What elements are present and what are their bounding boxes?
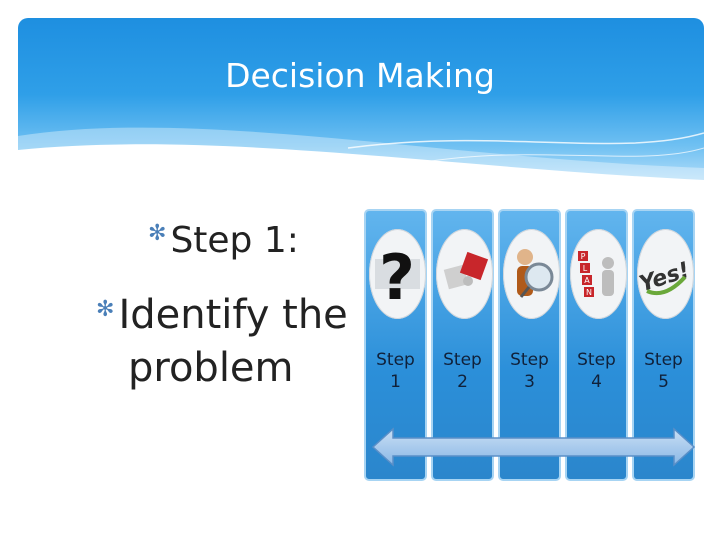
svg-text:P: P bbox=[581, 252, 586, 261]
step-number: 5 bbox=[658, 372, 669, 392]
svg-text:A: A bbox=[584, 276, 590, 285]
double-arrow-icon bbox=[371, 427, 696, 467]
step-word: Step bbox=[510, 350, 549, 370]
yes-check-icon: Yes! bbox=[637, 229, 694, 319]
slide-title: Decision Making bbox=[225, 56, 495, 95]
svg-text:L: L bbox=[583, 264, 588, 273]
plan-person-icon: P L A N bbox=[570, 229, 627, 319]
step-number: 1 bbox=[390, 372, 401, 392]
step-number: 2 bbox=[457, 372, 468, 392]
bullet-identify-line2: problem bbox=[128, 345, 294, 391]
svg-text:?: ? bbox=[379, 241, 415, 314]
bullet-star-icon: ✻ bbox=[148, 221, 167, 246]
bullet-step1: ✻Step 1: bbox=[148, 220, 299, 261]
puzzle-pieces-icon bbox=[436, 229, 493, 319]
step-number: 3 bbox=[524, 372, 535, 392]
step-word: Step bbox=[577, 350, 616, 370]
svg-text:N: N bbox=[586, 288, 592, 297]
banner-swoosh bbox=[18, 127, 704, 188]
step-number: 4 bbox=[591, 372, 602, 392]
step-word: Step bbox=[443, 350, 482, 370]
bullet-step1-text: Step 1: bbox=[170, 220, 299, 261]
bullet-identify: ✻Identify the bbox=[96, 292, 348, 338]
bullet-star-icon: ✻ bbox=[96, 297, 115, 322]
magnifier-person-icon bbox=[503, 229, 560, 319]
step-word: Step bbox=[644, 350, 683, 370]
step-word: Step bbox=[376, 350, 415, 370]
title-banner bbox=[18, 18, 704, 188]
question-mark-icon: ? bbox=[369, 229, 426, 319]
bullet-identify-text: Identify the bbox=[118, 292, 348, 338]
